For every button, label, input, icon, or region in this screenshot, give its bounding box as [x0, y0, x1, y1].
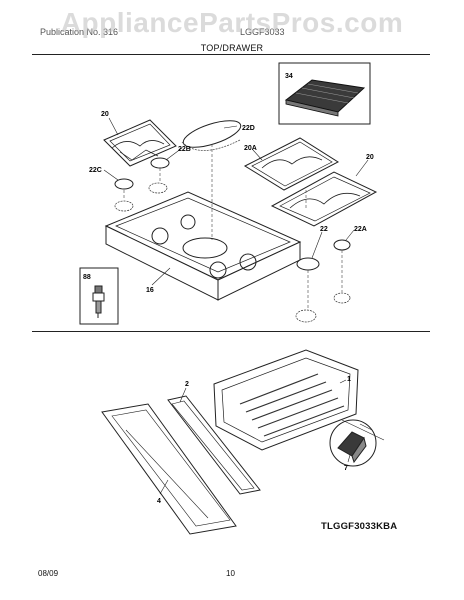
label-20a: 20A [244, 145, 257, 152]
label-22b: 22B [178, 146, 191, 153]
burner-cap-oval [181, 120, 242, 151]
grate-left [103, 119, 177, 167]
label-22d: 22D [242, 125, 255, 132]
label-16: 16 [146, 287, 154, 294]
publication-label: Publication No. 316 [40, 27, 119, 37]
footer-date: 08/09 [38, 569, 59, 578]
label-22c: 22C [89, 167, 102, 174]
burner-cap-22 [296, 257, 320, 271]
model-code: TLGGF3033KBA [321, 521, 398, 532]
label-7: 7 [344, 465, 348, 472]
burner-cap-22c [114, 178, 134, 190]
glide-icon [337, 431, 367, 464]
igniter-box [79, 267, 119, 325]
burner-cap-22a [333, 239, 351, 251]
section-divider [32, 331, 430, 332]
page-title: TOP/DRAWER [200, 43, 264, 53]
label-4: 4 [157, 498, 161, 505]
grate-right [270, 171, 378, 227]
top-divider [32, 54, 430, 55]
label-22a: 22A [354, 226, 367, 233]
drawer-body [213, 349, 359, 451]
label-2: 2 [185, 381, 189, 388]
griddle-box [278, 62, 371, 125]
label-34: 34 [285, 73, 293, 80]
label-20-left: 20 [101, 111, 109, 118]
label-20-right: 20 [366, 154, 374, 161]
label-1: 1 [347, 376, 351, 383]
page-number: 10 [226, 569, 235, 578]
grate-right-top [243, 137, 340, 191]
cooktop [104, 191, 302, 301]
model-header: LGGF3033 [240, 27, 285, 37]
label-88: 88 [83, 274, 91, 281]
igniter-icon [92, 285, 105, 318]
label-22: 22 [320, 226, 328, 233]
griddle-icon [284, 79, 366, 117]
